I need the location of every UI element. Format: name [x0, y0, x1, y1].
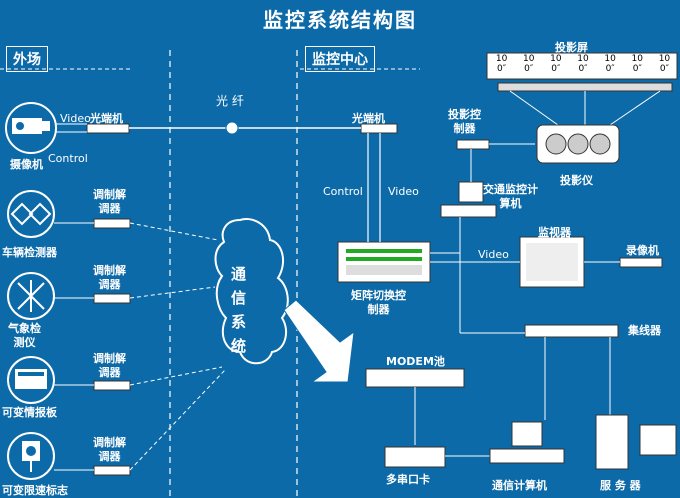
matrix-label: 矩阵切换控制器	[351, 289, 406, 316]
monitor-label: 监视器	[538, 226, 571, 239]
vms-board-icon	[7, 356, 55, 404]
serial-card-label: 多串口卡	[386, 473, 430, 486]
projection-screen-label: 投影屏	[555, 41, 588, 54]
comm-pc	[489, 421, 565, 464]
speed-sign-label: 可变限速标志	[2, 484, 68, 497]
matrix-controller	[337, 241, 431, 283]
fiber-splice-icon	[225, 121, 239, 135]
modem-3-label: 调制解调器	[93, 352, 126, 379]
modem-2-label: 调制解调器	[93, 264, 126, 291]
camera-label: 摄像机	[10, 158, 43, 171]
video-label: Video	[60, 112, 91, 125]
optical-right-label: 光端机	[352, 112, 385, 125]
vms-label: 可变情报板	[2, 406, 57, 419]
projector-controller	[456, 139, 490, 150]
modem-2	[93, 293, 131, 304]
server-label: 服 务 器	[600, 479, 641, 492]
page-title: 监控系统结构图	[263, 8, 417, 32]
screen-to-projector-lines	[509, 90, 661, 126]
optical-left-label: 光端机	[90, 112, 123, 125]
flow-arrow	[283, 299, 355, 383]
comm-system-label: 通信系统	[231, 265, 247, 355]
projector-controller-label: 投影控制器	[448, 108, 481, 135]
modem-pool	[365, 368, 465, 388]
modem-pool-label: MODEM池	[386, 355, 445, 368]
modem-4-label: 调制解调器	[93, 436, 126, 463]
serial-card	[384, 446, 446, 468]
video-mid-label: Video	[388, 185, 419, 198]
video-recorder	[619, 257, 663, 268]
modem-4	[93, 465, 131, 476]
comm-pc-label: 通信计算机	[492, 479, 547, 492]
zone-outside-label: 外场	[6, 46, 48, 72]
traffic-pc	[440, 181, 497, 218]
modem-1	[93, 218, 131, 229]
comm-system-cloud	[214, 218, 289, 365]
comm-links	[129, 222, 226, 471]
weather-label: 气象检测仪	[8, 322, 41, 349]
zone-center-label: 监控中心	[305, 46, 375, 72]
recorder-label: 录像机	[626, 244, 659, 257]
fiber-label: 光 纤	[216, 94, 244, 108]
video-right-label: Video	[478, 248, 509, 261]
speed-sign-icon	[7, 432, 55, 480]
control-label: Control	[48, 152, 88, 165]
projector-unit	[536, 124, 620, 164]
projection-screen	[486, 52, 678, 92]
hub-label: 集线器	[628, 324, 661, 337]
video-monitor	[519, 236, 585, 288]
vehicle-detector-icon	[7, 190, 55, 238]
vehicle-detector-label: 车辆检测器	[2, 246, 57, 259]
modem-3	[93, 380, 131, 391]
control-mid-label: Control	[323, 185, 363, 198]
server	[595, 414, 677, 470]
traffic-pc-label: 交通监控计算机	[483, 183, 538, 210]
weather-sensor-icon	[7, 272, 55, 320]
camera-icon	[5, 102, 57, 154]
modem-1-label: 调制解调器	[93, 188, 126, 215]
network-hub	[524, 324, 619, 338]
projector-label: 投影仪	[560, 174, 593, 187]
